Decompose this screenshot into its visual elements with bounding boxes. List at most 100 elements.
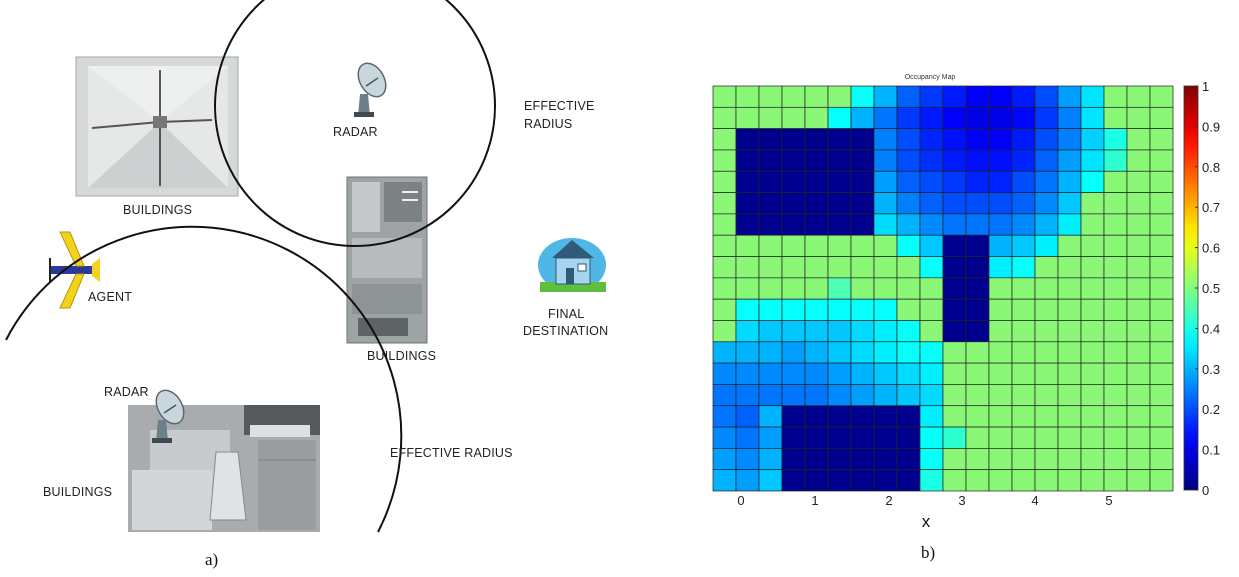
heatmap-cell bbox=[1057, 128, 1082, 151]
heatmap-cell bbox=[919, 384, 944, 407]
heatmap-cell bbox=[942, 384, 967, 407]
heatmap-cell bbox=[1126, 469, 1151, 492]
heatmap-cell bbox=[873, 469, 898, 492]
heatmap-cell bbox=[1080, 192, 1105, 215]
heatmap-cell bbox=[1080, 234, 1105, 257]
building-middle-image bbox=[346, 176, 428, 344]
heatmap-cell bbox=[1149, 405, 1174, 428]
effective-radius-label-top-line1: EFFECTIVE bbox=[524, 99, 595, 113]
heatmap-cell bbox=[850, 106, 875, 129]
heatmap-cell bbox=[919, 277, 944, 300]
heatmap-cell bbox=[942, 85, 967, 108]
heatmap-cell bbox=[1034, 256, 1059, 279]
heatmap-cell bbox=[781, 106, 806, 129]
radar-dish-bottom-icon bbox=[152, 389, 185, 443]
heatmap-cell bbox=[873, 128, 898, 151]
heatmap-cell bbox=[896, 341, 921, 364]
heatmap-cell bbox=[1034, 106, 1059, 129]
heatmap-cell bbox=[712, 362, 737, 385]
heatmap-cell bbox=[1080, 106, 1105, 129]
heatmap-cell bbox=[919, 106, 944, 129]
heatmap-cell bbox=[1080, 320, 1105, 343]
heatmap-cell bbox=[1149, 213, 1174, 236]
heatmap-cell bbox=[1011, 234, 1036, 257]
heatmap-cell bbox=[781, 85, 806, 108]
heatmap-cell bbox=[1034, 469, 1059, 492]
heatmap-cell bbox=[1103, 405, 1128, 428]
heatmap-cell bbox=[781, 234, 806, 257]
heatmap-cell bbox=[1034, 298, 1059, 321]
colorbar-tick-label: 0.3 bbox=[1202, 362, 1220, 377]
heatmap-cell bbox=[1080, 362, 1105, 385]
heatmap-cell bbox=[758, 256, 783, 279]
heatmap-cell bbox=[804, 170, 829, 193]
heatmap-cell bbox=[988, 426, 1013, 449]
heatmap-cell bbox=[988, 298, 1013, 321]
heatmap-cell bbox=[735, 234, 760, 257]
heatmap-cell bbox=[873, 341, 898, 364]
heatmap-cell bbox=[712, 298, 737, 321]
x-tick-label: 0 bbox=[737, 493, 744, 508]
heatmap-cell bbox=[1011, 341, 1036, 364]
heatmap-cell bbox=[965, 341, 990, 364]
heatmap-cell bbox=[942, 448, 967, 471]
effective-radius-circle-bottom bbox=[5, 225, 403, 533]
heatmap-cell bbox=[1149, 320, 1174, 343]
effective-radius-label-top-line2: RADIUS bbox=[524, 117, 573, 131]
heatmap-cell bbox=[758, 426, 783, 449]
heatmap-cell bbox=[804, 85, 829, 108]
heatmap-cell bbox=[1011, 192, 1036, 215]
heatmap-cell bbox=[827, 362, 852, 385]
heatmap-cell bbox=[1034, 234, 1059, 257]
heatmap-cell bbox=[1057, 469, 1082, 492]
buildings-label-middle: BUILDINGS bbox=[367, 349, 437, 363]
final-destination-label-line1: FINAL bbox=[548, 307, 585, 321]
heatmap-cell bbox=[712, 192, 737, 215]
heatmap-cell bbox=[942, 426, 967, 449]
heatmap-cell bbox=[896, 192, 921, 215]
heatmap-cell bbox=[735, 277, 760, 300]
heatmap-cell bbox=[1126, 213, 1151, 236]
heatmap-cell bbox=[896, 277, 921, 300]
heatmap-cell bbox=[1149, 448, 1174, 471]
heatmap-cell bbox=[1126, 234, 1151, 257]
heatmap-cell bbox=[1034, 170, 1059, 193]
heatmap-cell bbox=[712, 170, 737, 193]
heatmap-cell bbox=[1080, 128, 1105, 151]
heatmap-cell bbox=[1149, 256, 1174, 279]
heatmap-cell bbox=[1126, 341, 1151, 364]
heatmap-cell bbox=[804, 448, 829, 471]
heatmap-cell bbox=[735, 320, 760, 343]
radar-label-bottom: RADAR bbox=[104, 385, 149, 399]
heatmap-cell bbox=[735, 106, 760, 129]
heatmap-cell bbox=[1080, 170, 1105, 193]
heatmap-cell bbox=[919, 234, 944, 257]
heatmap-cell bbox=[919, 149, 944, 172]
heatmap-cell bbox=[1149, 192, 1174, 215]
heatmap-cell bbox=[1080, 469, 1105, 492]
colorbar-tick-label: 0.6 bbox=[1202, 241, 1220, 256]
caption-b: b) bbox=[921, 543, 936, 562]
heatmap-cell bbox=[804, 341, 829, 364]
heatmap-cell bbox=[827, 277, 852, 300]
heatmap-cell bbox=[1126, 384, 1151, 407]
heatmap-cell bbox=[712, 426, 737, 449]
heatmap-cell bbox=[896, 320, 921, 343]
heatmap-cell bbox=[1034, 213, 1059, 236]
x-tick-label: 3 bbox=[958, 493, 965, 508]
heatmap-cell bbox=[735, 149, 760, 172]
heatmap-cell bbox=[965, 234, 990, 257]
heatmap-cell bbox=[758, 384, 783, 407]
heatmap-cell bbox=[965, 469, 990, 492]
heatmap-cell bbox=[1034, 128, 1059, 151]
heatmap-cell bbox=[1149, 170, 1174, 193]
heatmap-cell bbox=[712, 405, 737, 428]
heatmap-cell bbox=[1103, 341, 1128, 364]
heatmap-cell bbox=[712, 256, 737, 279]
heatmap-cell bbox=[758, 192, 783, 215]
heatmap-cell bbox=[1103, 384, 1128, 407]
heatmap-cell bbox=[1080, 256, 1105, 279]
heatmap-cell bbox=[1103, 192, 1128, 215]
